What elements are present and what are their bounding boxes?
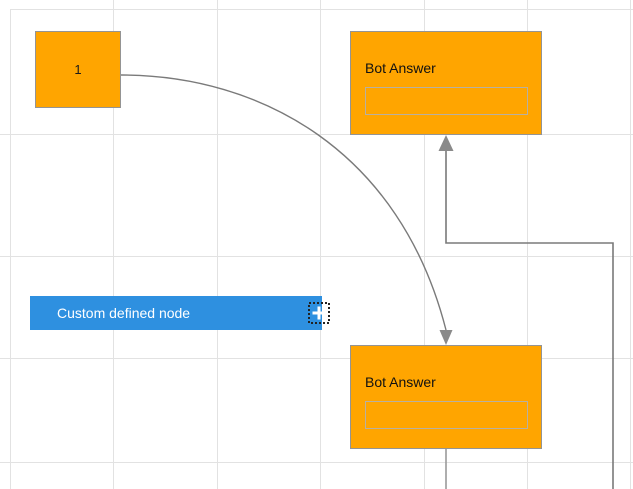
arrowhead-up-icon (438, 135, 454, 151)
node-bot-answer-2[interactable]: Bot Answer (350, 345, 542, 449)
arrowhead-down-icon (439, 330, 453, 345)
node-title: Bot Answer (365, 374, 436, 390)
palette-item-custom-defined-node[interactable]: Custom defined node (30, 296, 330, 330)
node-1[interactable]: 1 (35, 31, 121, 108)
node-title: Bot Answer (365, 60, 436, 76)
node-answer-field[interactable] (365, 87, 528, 115)
node-answer-field[interactable] (365, 401, 528, 429)
palette-item-label: Custom defined node (57, 305, 191, 321)
drag-plus-icon[interactable] (308, 302, 330, 324)
node-index-label: 1 (74, 62, 82, 77)
node-bot-answer-1[interactable]: Bot Answer (350, 31, 542, 135)
